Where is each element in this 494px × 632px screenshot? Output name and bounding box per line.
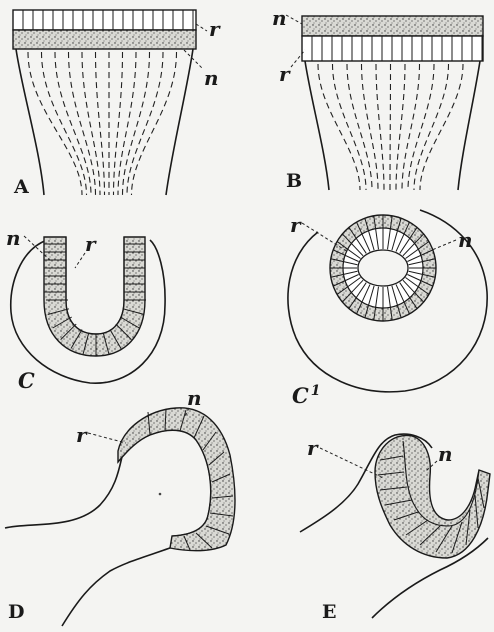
panel-e-n-label: n	[438, 442, 453, 466]
panel-a-r-label: r	[209, 17, 221, 41]
panel-a-r-leader	[196, 24, 207, 31]
panel-d-speck	[159, 493, 162, 496]
panel-a-n-label: n	[204, 66, 219, 90]
panel-d-label: D	[8, 601, 24, 623]
panel-a-retina-layer	[13, 10, 196, 30]
panel-d-r-leader	[88, 433, 126, 443]
panel-c-r-label: r	[85, 232, 97, 256]
panel-d-n-label: n	[187, 386, 202, 410]
panel-c1-n-leader	[432, 240, 456, 250]
panel-a-left-wall	[16, 49, 44, 195]
panel-e-r-label: r	[307, 436, 319, 460]
panel-e: n r E	[300, 434, 490, 623]
panel-c1-r-label: r	[290, 213, 302, 237]
panel-e-label: E	[322, 601, 336, 623]
panel-b-right-wall	[458, 61, 480, 190]
panel-c1-n-label: n	[458, 228, 473, 252]
panel-a-label: A	[13, 176, 29, 198]
panel-c-n-label: n	[6, 226, 21, 250]
panel-b-left-wall	[305, 61, 329, 190]
panel-e-optic-cup	[375, 435, 490, 558]
panel-c: n r C	[6, 226, 165, 393]
panel-d: n r D	[5, 386, 235, 626]
panel-d-r-label: r	[76, 423, 88, 447]
panel-b-nerve-fibers	[318, 64, 463, 190]
panel-a-nerve-layer	[13, 30, 196, 49]
panel-c-r-leader	[75, 253, 85, 268]
panel-b-r-label: r	[279, 62, 291, 86]
panel-b: n r B	[272, 6, 483, 192]
panel-d-lower-outline	[62, 546, 175, 626]
panel-c-label: C	[18, 368, 35, 393]
panel-b-n-leader	[286, 15, 302, 24]
panel-b-label: B	[286, 170, 302, 192]
panel-a: r n A	[13, 10, 221, 198]
panel-a-right-wall	[166, 49, 193, 195]
panel-b-n-label: n	[272, 6, 287, 30]
panel-c1-lumen	[358, 250, 408, 286]
panel-a-nerve-fibers	[28, 52, 177, 195]
panel-e-r-leader	[320, 448, 383, 478]
panel-a-n-leader	[184, 50, 203, 69]
panel-b-nerve-layer	[302, 16, 483, 36]
